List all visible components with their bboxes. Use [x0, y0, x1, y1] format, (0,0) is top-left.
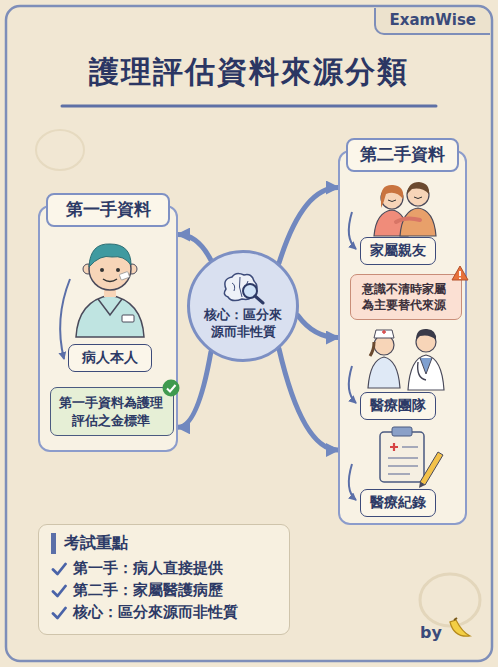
- family-illustration: [374, 182, 436, 236]
- connector-arrow: [279, 349, 338, 450]
- checklist-text: 第二手：家屬醫護病歷: [73, 581, 223, 600]
- node-text: 醫療團隊: [367, 397, 429, 415]
- checklist-row: 第一手：病人直接提供: [51, 559, 277, 578]
- connector-arrow: [279, 188, 338, 264]
- check-icon: [51, 583, 67, 599]
- standard-note: 第一手資料為護理評估之金標準: [50, 387, 174, 436]
- panel-heading: 第一手資料: [46, 193, 170, 227]
- check-badge: [162, 379, 180, 397]
- section-heading: 考試重點: [51, 533, 277, 554]
- coffee-stain: [420, 574, 480, 626]
- node-text: 家屬親友: [367, 242, 429, 260]
- checklist-text: 第一手：病人直接提供: [73, 559, 223, 578]
- source-box: 病人本人: [68, 344, 152, 372]
- brain-magnifier-icon: [218, 271, 268, 305]
- credit-text: by: [420, 623, 442, 642]
- diagram-title: 護理評估資料來源分類: [0, 52, 498, 93]
- secondary-illustrations: [340, 152, 469, 527]
- checklist-text: 核心：區分來源而非性質: [73, 603, 238, 622]
- node-text: 意識不清時家屬為主要替代來源: [357, 281, 451, 313]
- exam-points-box: 考試重點 第一手：病人直接提供 第二手：家屬醫護病歷 核心：區分來源而非性質: [38, 524, 290, 635]
- medical-record-illustration: [380, 427, 443, 488]
- check-icon: [51, 561, 67, 577]
- banana-icon: [450, 618, 470, 636]
- primary-panel: 第一手資料病人本人第一手資料為護理評估之金標準: [38, 205, 178, 452]
- node-text: 病人本人: [75, 349, 145, 367]
- source-box: 醫療紀錄: [360, 489, 436, 517]
- warning-note: 意識不清時家屬為主要替代來源: [350, 274, 462, 320]
- node-text: 核心：區分來源而非性質: [200, 307, 286, 341]
- outer-frame: [6, 6, 492, 661]
- connector-arrow: [298, 316, 338, 338]
- node-text: 醫療紀錄: [367, 494, 429, 512]
- connector-arrow: [178, 235, 211, 261]
- checklist-row: 核心：區分來源而非性質: [51, 603, 277, 622]
- source-box: 醫療團隊: [360, 392, 436, 420]
- secondary-panel: 第二手資料家屬親友意識不清時家屬為主要替代來源 醫療團隊醫療紀錄: [338, 150, 467, 525]
- medical-team-illustration: [368, 329, 444, 390]
- coffee-stain: [36, 130, 84, 170]
- source-box: 家屬親友: [360, 237, 436, 265]
- connector-arrow: [178, 352, 211, 427]
- check-icon: [51, 605, 67, 621]
- brand-tab: ExamWise: [374, 8, 490, 35]
- panel-heading: 第二手資料: [346, 138, 459, 172]
- checklist-row: 第二手：家屬醫護病歷: [51, 581, 277, 600]
- node-text: 第一手資料為護理評估之金標準: [59, 394, 163, 429]
- title-underline: [62, 105, 436, 108]
- warning-icon: [451, 265, 469, 281]
- core-circle: 核心：區分來源而非性質: [187, 250, 299, 362]
